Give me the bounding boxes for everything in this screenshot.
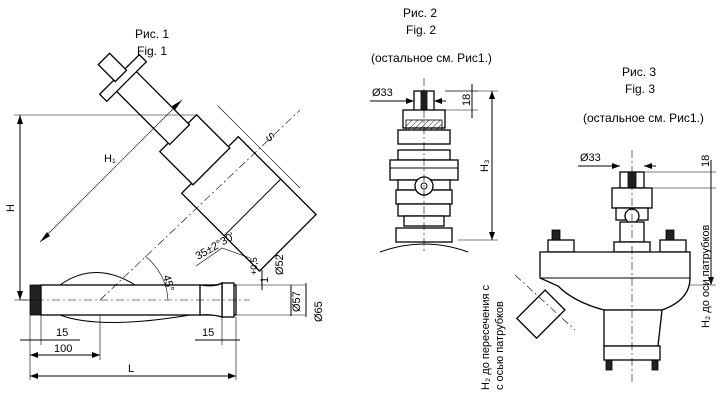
dim-15-left: 15: [56, 327, 68, 339]
figure-2: Рис. 2 Fig. 2 (остальное см. Рис1.) Ø33 …: [370, 6, 506, 390]
dim-d65: Ø65: [313, 301, 325, 322]
fig2-dim-18: 18: [461, 94, 473, 106]
dim-15-right: 15: [202, 327, 214, 339]
fig3-dim-d33: Ø33: [580, 152, 601, 164]
dim-H1: H₁: [104, 153, 116, 165]
dim-100: 100: [54, 343, 72, 355]
dim-angle-45: 45°: [160, 274, 176, 293]
fig2-caption-en: Fig. 2: [406, 23, 436, 37]
dim-angle-tilt: 35±2°30': [194, 231, 237, 263]
dim-d57: Ø57: [291, 291, 303, 312]
figure-1: Рис. 1 Fig. 1 H: [5, 27, 325, 380]
fig1-bonnet: [97, 52, 317, 272]
dim-tolerance: +0,5: [249, 257, 259, 275]
fig2-dim-H3: H₃: [479, 160, 491, 172]
fig2-H2-note-line1: H₂ до пересечения с: [480, 284, 492, 390]
fig1-caption-en: Fig. 1: [137, 44, 167, 58]
dim-d52: Ø52: [274, 254, 286, 275]
dim-S: S: [263, 131, 277, 145]
fig1-stem-axis: [99, 109, 301, 301]
fig3-dim-18: 18: [700, 155, 712, 167]
fig1-caption-ru: Рис. 1: [135, 27, 169, 41]
fig1-pipe: [29, 272, 237, 323]
figure-3: Рис. 3 Fig. 3 (остальное см. Рис1.): [514, 65, 716, 385]
fig2-caption-ru: Рис. 2: [403, 6, 437, 20]
fig3-caption-en: Fig. 3: [625, 82, 655, 96]
fig2-dim-d33: Ø33: [372, 87, 393, 99]
fig3-caption-ru: Рис. 3: [622, 65, 656, 79]
fig2-note: (остальное см. Рис1.): [371, 51, 492, 65]
dim-1: 1: [259, 277, 271, 283]
fig3-H2-note: H₂ до оси патрубков: [700, 224, 712, 328]
fig3-note: (остальное см. Рис1.): [583, 111, 704, 125]
fig2-H2-note-line2: с осью патрубков: [494, 301, 506, 390]
dim-L: L: [128, 363, 134, 375]
dim-H: H: [5, 204, 17, 212]
